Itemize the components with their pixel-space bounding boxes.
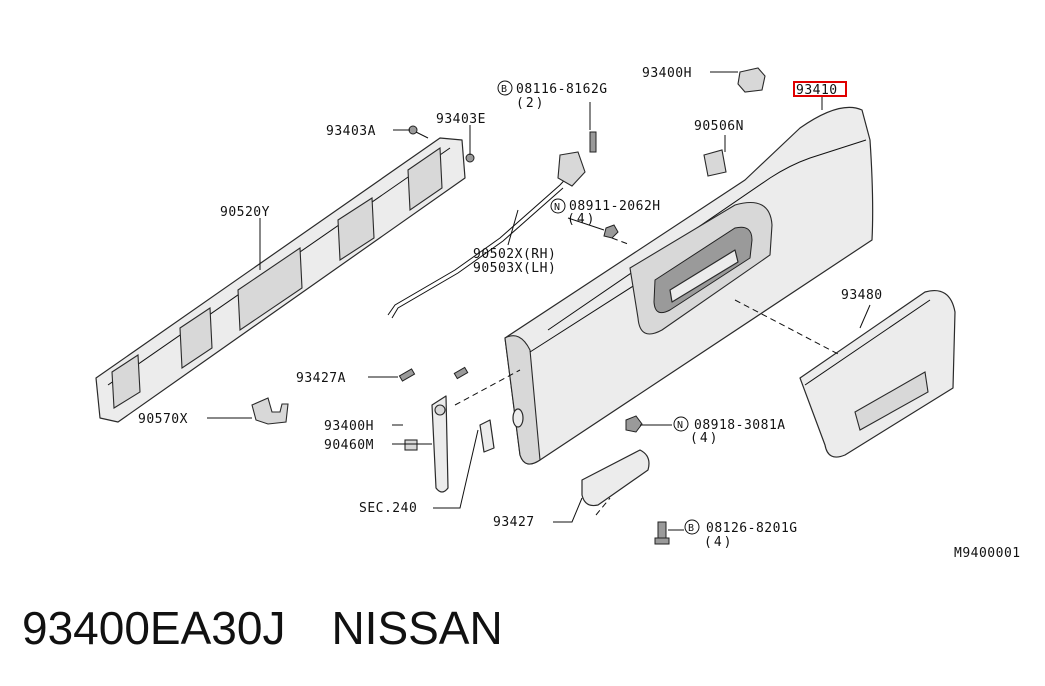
nut-symbol-icon-2 <box>673 416 689 432</box>
label-08126-qty: (4) <box>704 535 733 550</box>
label-sec240[interactable]: SEC.240 <box>359 501 417 516</box>
label-93410[interactable]: 93410 <box>796 83 838 98</box>
highlight-box <box>793 81 847 97</box>
parts-diagram: 93400H 93410 90506N B 08116-8162G (2) 93… <box>95 66 1021 561</box>
label-93427a[interactable]: 93427A <box>296 371 346 386</box>
label-93427[interactable]: 93427 <box>493 515 535 530</box>
label-08126-8201g[interactable]: 08126-8201G <box>706 521 798 536</box>
nut-symbol-letter-2: N <box>677 420 684 431</box>
label-08911-qty: (4) <box>567 212 596 227</box>
label-90506n[interactable]: 90506N <box>694 119 744 134</box>
nut-symbol-icon <box>550 198 566 214</box>
label-08918-qty: (4) <box>690 431 719 446</box>
outer-handle-panel <box>799 290 956 458</box>
inner-trim-panel <box>95 137 466 423</box>
label-90503x[interactable]: 90503X(LH) <box>473 261 556 276</box>
label-93480[interactable]: 93480 <box>841 288 883 303</box>
tailgate-shell <box>504 106 874 465</box>
label-93400h-mid[interactable]: 93400H <box>324 419 374 434</box>
release-rod <box>387 131 597 319</box>
label-93403a[interactable]: 93403A <box>326 124 376 139</box>
label-08918-3081a[interactable]: 08918-3081A <box>694 418 786 433</box>
bolt-symbol-letter-2: B <box>688 523 695 534</box>
bolt-symbol-letter: B <box>501 84 508 95</box>
bolt-symbol-icon-2 <box>684 519 700 535</box>
diagram-id: M9400001 <box>954 546 1021 561</box>
label-leaders <box>207 71 871 531</box>
bolt-symbol-icon <box>497 80 513 96</box>
label-93400h-top[interactable]: 93400H <box>642 66 692 81</box>
small-hardware <box>251 67 766 545</box>
label-90460m[interactable]: 90460M <box>324 438 374 453</box>
part-number-caption: 93400EA30J NISSAN <box>22 602 503 654</box>
label-08911-2062h[interactable]: 08911-2062H <box>569 199 661 214</box>
label-93403e[interactable]: 93403E <box>436 112 486 127</box>
label-90502x[interactable]: 90502X(RH) <box>473 247 556 262</box>
label-08116-8162g[interactable]: 08116-8162G <box>516 82 608 97</box>
label-90570x[interactable]: 90570X <box>138 412 188 427</box>
label-08116-qty: (2) <box>516 96 545 111</box>
label-90520y[interactable]: 90520Y <box>220 205 270 220</box>
part-labels: 93400H 93410 90506N B 08116-8162G (2) 93… <box>138 66 1021 561</box>
nut-symbol-letter: N <box>554 202 561 213</box>
